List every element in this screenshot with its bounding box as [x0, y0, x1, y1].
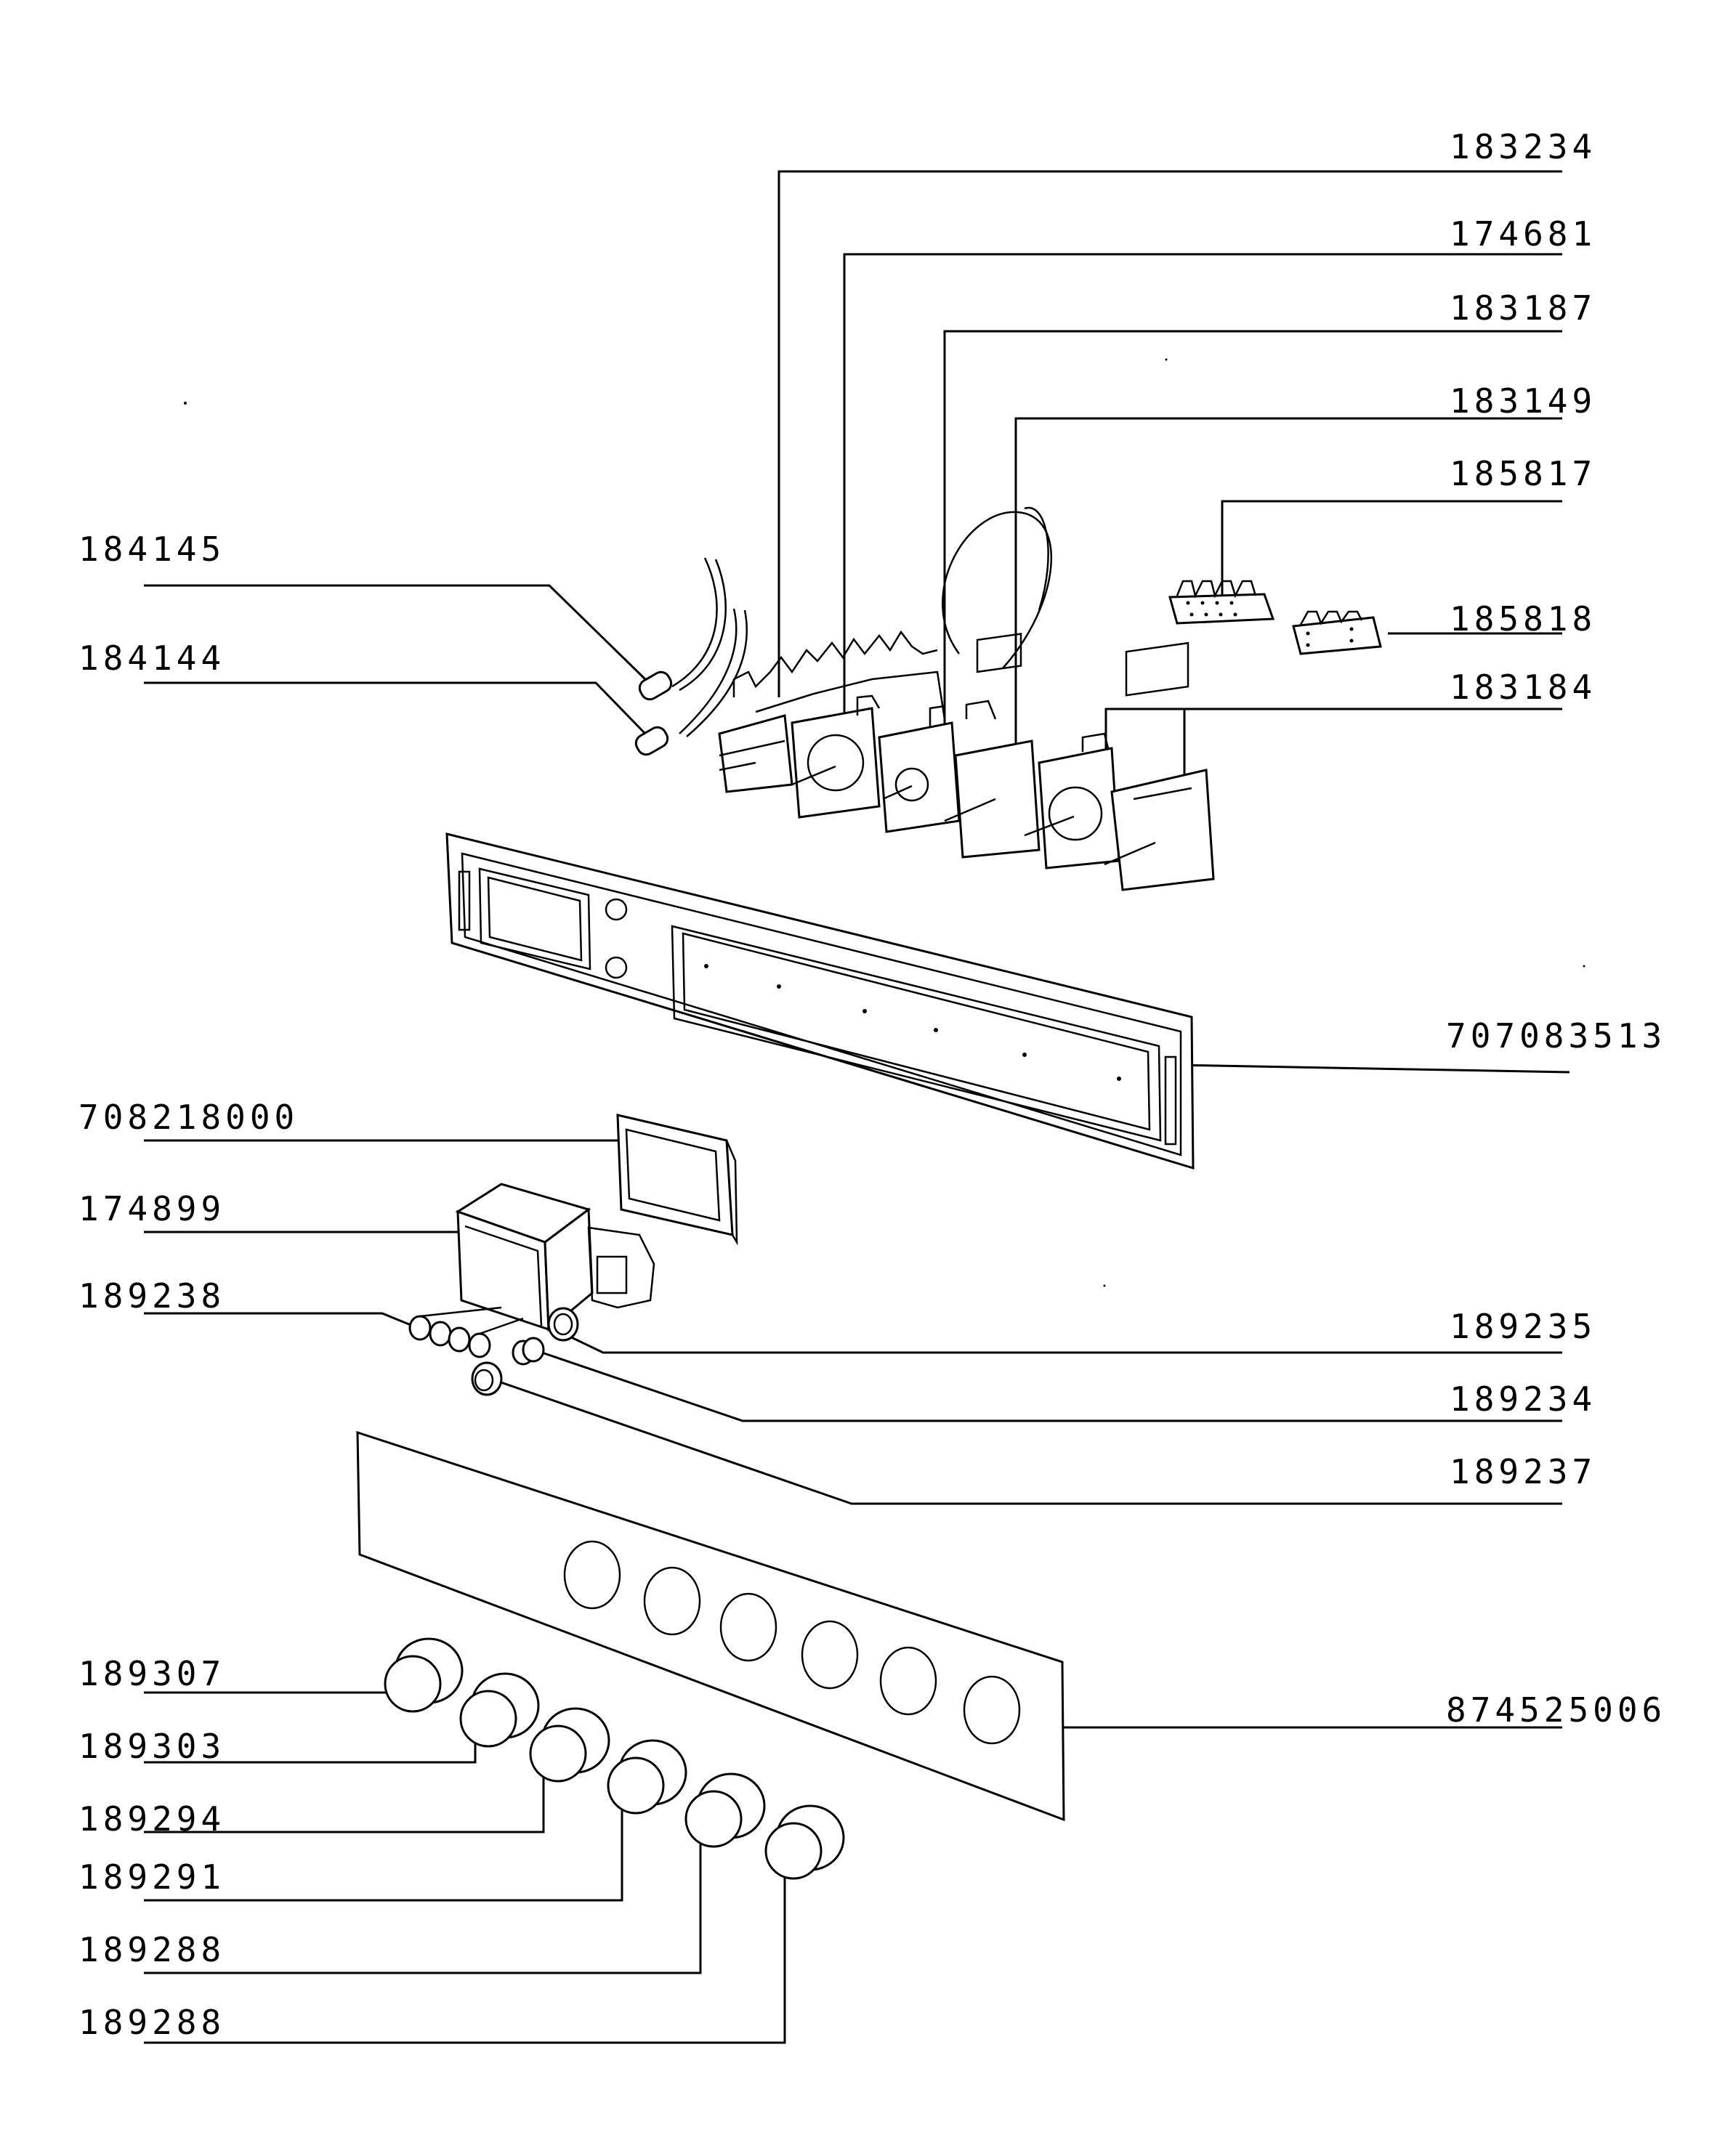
leader-174681: [843, 253, 1562, 716]
small-buttons: [408, 1306, 579, 1396]
part-label-185817: 185817: [1450, 454, 1596, 493]
timer-module-174899: [455, 1183, 655, 1332]
leader-183234: [777, 170, 1562, 697]
connector-185817: [1168, 580, 1275, 625]
leader-189294: [144, 1758, 545, 1833]
display-glass-708218000: [616, 1114, 738, 1246]
part-label-183187: 183187: [1450, 288, 1596, 328]
connector-185818: [1292, 610, 1382, 655]
leader-189237: [490, 1377, 1562, 1505]
leader-184145: [144, 584, 647, 681]
part-label-874525006: 874525006: [1446, 1690, 1666, 1730]
part-label-708218000: 708218000: [78, 1098, 299, 1137]
part-label-183149: 183149: [1450, 381, 1596, 421]
switch-module-assembly: [718, 630, 1215, 891]
part-label-183234: 183234: [1450, 127, 1596, 166]
leader-708218000: [144, 1139, 634, 1148]
leader-189238: [144, 1312, 419, 1329]
leader-183184: [1104, 708, 1562, 771]
part-label-184144: 184144: [78, 639, 225, 678]
part-label-707083513: 707083513: [1446, 1016, 1666, 1055]
wire-loop: [942, 506, 1053, 669]
part-label-174681: 174681: [1450, 214, 1596, 254]
part-label-183184: 183184: [1450, 668, 1596, 707]
part-label-189288-a: 189288: [78, 1930, 225, 1969]
knob-189288-a: [684, 1772, 766, 1848]
part-label-189307: 189307: [78, 1654, 225, 1693]
part-label-189238: 189238: [78, 1276, 225, 1316]
wire-terminals: [634, 557, 748, 756]
leader-189234: [537, 1350, 1562, 1422]
leader-183187: [943, 330, 1562, 735]
knob-189291: [607, 1739, 687, 1815]
leader-189288-b: [144, 1861, 786, 2044]
part-label-189237: 189237: [1450, 1452, 1596, 1491]
leader-185817: [1221, 500, 1562, 596]
knob-189288-b: [764, 1804, 845, 1880]
part-label-189291: 189291: [78, 1857, 225, 1897]
frame-707083513: [445, 832, 1195, 1170]
part-label-184145: 184145: [78, 530, 225, 569]
part-label-189288-b: 189288: [78, 2003, 225, 2042]
part-label-174899: 174899: [78, 1189, 225, 1228]
leader-189288-a: [144, 1826, 702, 1974]
knob-189294: [529, 1707, 610, 1783]
knob-189303: [459, 1672, 540, 1748]
leader-184144: [144, 681, 647, 735]
part-label-189303: 189303: [78, 1727, 225, 1766]
leader-183149: [1014, 417, 1562, 763]
leader-189235: [566, 1334, 1562, 1354]
front-panel-874525006: [356, 1430, 1065, 1822]
part-label-189234: 189234: [1450, 1379, 1596, 1419]
leader-lines: [144, 170, 1570, 2044]
part-label-185818: 185818: [1450, 599, 1596, 639]
leader-189291: [144, 1794, 623, 1902]
part-label-189235: 189235: [1450, 1307, 1596, 1346]
knob-189307: [384, 1637, 464, 1713]
knobs: [384, 1637, 845, 1880]
